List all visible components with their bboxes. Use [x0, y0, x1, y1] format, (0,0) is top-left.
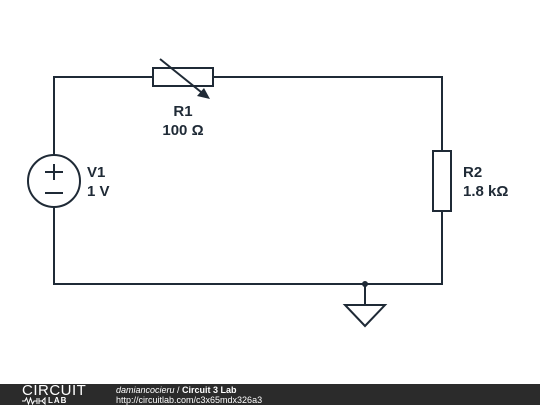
resistor-r1[interactable] [152, 58, 214, 99]
ground-junction-dot [362, 281, 368, 287]
v1-value-label: 1 V [87, 183, 110, 200]
r1-name-label: R1 [173, 103, 192, 120]
resistor-r2[interactable] [432, 150, 452, 212]
logo-brand-top: CIRCUIT [22, 382, 87, 399]
wire-top-right [212, 76, 443, 152]
v1-name-label: V1 [87, 164, 105, 181]
circuit-title[interactable]: Circuit 3 Lab [182, 385, 237, 395]
logo-brand-bottom: LAB [48, 396, 68, 405]
r2-value-label: 1.8 kΩ [463, 183, 508, 200]
r1-value-label: 100 Ω [162, 122, 203, 139]
voltage-source-v1[interactable] [27, 154, 81, 208]
author-name[interactable]: damiancocieru [116, 385, 175, 395]
circuit-schematic: R1 100 Ω V1 1 V R2 1.8 kΩ [27, 58, 508, 328]
title-separator: / [174, 385, 183, 395]
circuitlab-logo[interactable]: CIRCUIT LAB [22, 382, 112, 405]
circuit-meta: damiancocieru / Circuit 3 Lab http://cir… [116, 385, 262, 405]
footer-bar: CIRCUIT LAB damiancocieru / Circuit 3 La… [0, 382, 540, 405]
r2-name-label: R2 [463, 164, 482, 181]
wire-left-lower [53, 206, 443, 285]
logo-circuit-icon [22, 397, 46, 405]
ground-symbol[interactable] [342, 304, 388, 328]
circuit-url-link[interactable]: http://circuitlab.com/c3x65mdx326a3 [116, 395, 263, 405]
